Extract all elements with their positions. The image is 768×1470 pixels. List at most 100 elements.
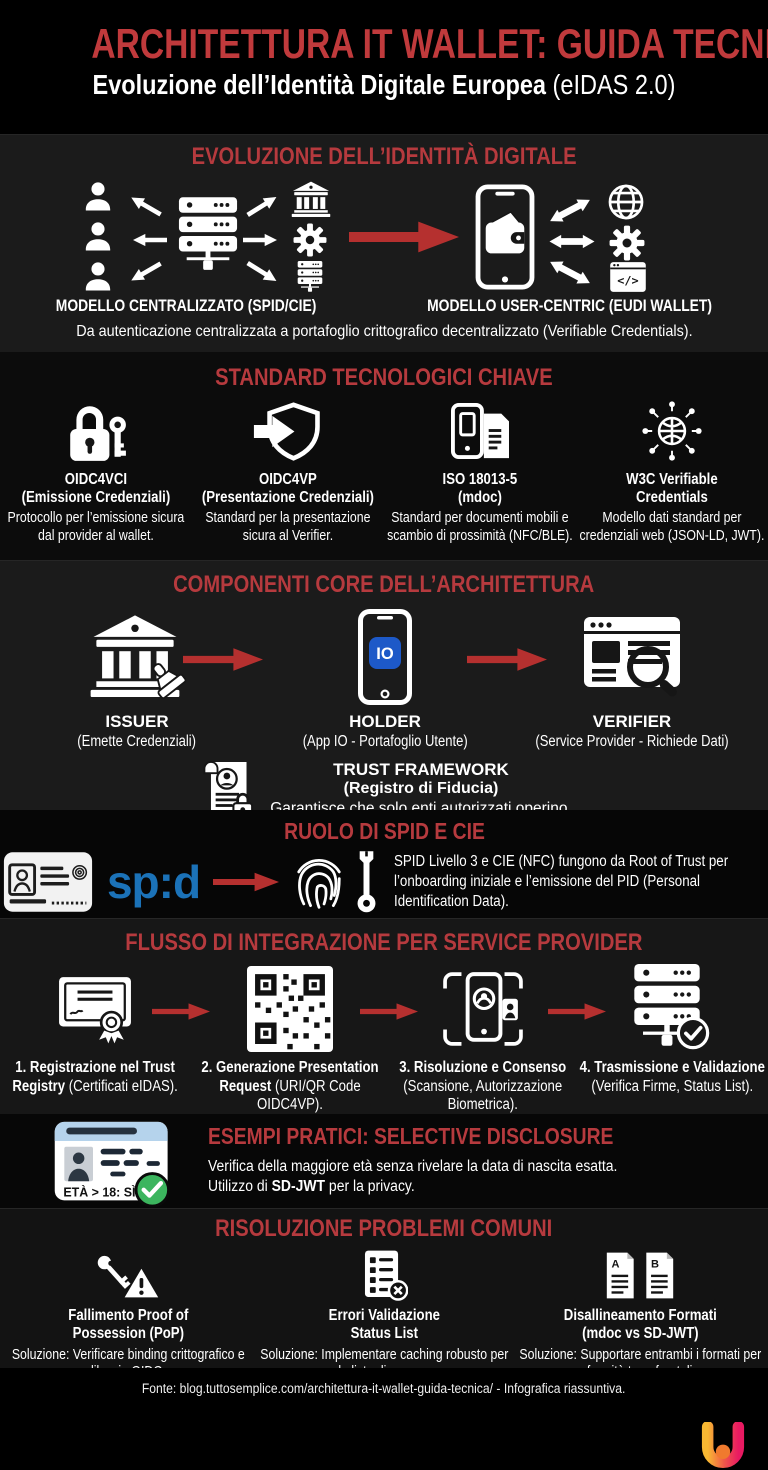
- problems-title: RISOLUZIONE PROBLEMI COMUNI: [215, 1215, 553, 1242]
- issuer-label: ISSUER (Emette Credenziali): [77, 712, 197, 750]
- tuttosemplice-u-logo: [700, 1422, 746, 1470]
- examples-line2: Utilizzo di SD-JWT per la privacy.: [208, 1178, 415, 1196]
- wallet-phone-icon: [475, 184, 535, 290]
- fingerprint-icon: [292, 851, 346, 913]
- phone-document-icon: [449, 402, 511, 460]
- stamp-icon: [147, 660, 187, 700]
- user-centric-model-label: MODELLO USER-CENTRIC (EUDI WALLET): [427, 297, 713, 315]
- user-icon: [83, 221, 113, 251]
- bank-stamp-icon: [89, 614, 185, 700]
- flow-step-2: 2. Generazione Presentation Request (URI…: [190, 961, 390, 1115]
- section-standards: STANDARD TECNOLOGICI CHIAVE OIDC4VCI(Emi…: [0, 352, 768, 560]
- source-text: Fonte: blog.tuttosemplice.com/architettu…: [142, 1381, 626, 1396]
- spid-description: SPID Livello 3 e CIE (NFC) fungono da Ro…: [394, 853, 729, 910]
- server-stack-icon: [177, 197, 239, 273]
- page-title: ARCHITETTURA IT WALLET: GUIDA TECNICA: [91, 20, 768, 67]
- documents-mismatch-icon: [605, 1251, 675, 1300]
- page-subtitle: Evoluzione dell’Identità Digitale Europe…: [92, 69, 676, 101]
- footer: Fonte: blog.tuttosemplice.com/architettu…: [0, 1368, 768, 1470]
- components-title: COMPONENTI CORE DELL’ARCHITETTURA: [173, 571, 595, 598]
- io-phone-icon: [358, 609, 412, 705]
- arrow-icon: [128, 191, 164, 220]
- standard-item-oidc4vci: OIDC4VCI(Emissione Credenziali) Protocol…: [0, 398, 192, 545]
- evolution-description: Da autenticazione centralizzata a portaf…: [75, 323, 693, 340]
- section-spid-cie: RUOLO DI SPID E CIE sp:d SPID Livello 3 …: [0, 810, 768, 918]
- verifier-label: VERIFIER (Service Provider - Richiede Da…: [535, 712, 729, 750]
- holder-label: HOLDER (App IO - Portafoglio Utente): [302, 712, 468, 750]
- section-evolution: EVOLUZIONE DELL’IDENTITÀ DIGITALE: [0, 134, 768, 352]
- double-arrow-icon: [546, 193, 594, 228]
- server-icon: [294, 261, 326, 293]
- centralized-model-diagram: [77, 181, 335, 293]
- flow-arrow-icon: [548, 1001, 606, 1022]
- browser-magnifier-icon: [582, 615, 682, 699]
- key-icon: [352, 850, 381, 914]
- section-troubleshooting: RISOLUZIONE PROBLEMI COMUNI Fallimento P…: [0, 1208, 768, 1380]
- lock-key-icon: [63, 400, 129, 462]
- code-window-icon: [609, 261, 647, 293]
- section-components: COMPONENTI CORE DELL’ARCHITETTURA ISSUER…: [0, 560, 768, 810]
- flow-arrow-icon: [152, 1001, 210, 1022]
- section-selective-disclosure: ESEMPI PRATICI: SELECTIVE DISCLOSURE Ver…: [0, 1114, 768, 1208]
- section-integration-flow: FLUSSO DI INTEGRAZIONE PER SERVICE PROVI…: [0, 918, 768, 1114]
- transition-arrow-icon: [349, 217, 459, 257]
- arrow-icon: [243, 233, 277, 247]
- flow-step-1: 1. Registrazione nel Trust Registry (Cer…: [0, 961, 190, 1115]
- user-centric-model-diagram: [473, 181, 691, 293]
- gear-icon: [293, 223, 327, 257]
- globe-network-icon: [641, 400, 703, 462]
- face-scan-phone-icon: [443, 972, 523, 1046]
- arrow-icon: [213, 870, 279, 894]
- shield-arrow-icon: [253, 402, 323, 461]
- status-list-error-icon: [360, 1249, 408, 1302]
- flow-title: FLUSSO DI INTEGRAZIONE PER SERVICE PROVI…: [125, 929, 643, 956]
- bank-icon: [291, 181, 331, 217]
- components-diagram: [0, 605, 768, 709]
- examples-title: ESEMPI PRATICI: SELECTIVE DISCLOSURE: [208, 1123, 614, 1149]
- root-of-trust-icons: [292, 850, 381, 914]
- standards-row: OIDC4VCI(Emissione Credenziali) Protocol…: [0, 398, 768, 545]
- double-arrow-icon: [549, 234, 595, 249]
- arrow-icon: [244, 257, 280, 287]
- gear-icon: [609, 225, 645, 261]
- spid-row: sp:d SPID Livello 3 e CIE (NFC) fungono …: [0, 850, 768, 914]
- user-icon: [83, 261, 113, 291]
- user-icon: [83, 181, 113, 211]
- key-warning-icon: [96, 1252, 160, 1299]
- age-card-check-icon: [50, 1120, 180, 1208]
- server-check-icon: [632, 964, 712, 1054]
- arrow-icon: [128, 257, 164, 286]
- spid-logo: sp:d: [106, 856, 201, 908]
- flow-steps: 1. Registrazione nel Trust Registry (Cer…: [0, 961, 768, 1115]
- certificate-icon: [57, 972, 133, 1046]
- globe-icon: [607, 183, 645, 221]
- arrow-icon: [244, 191, 280, 221]
- double-arrow-icon: [546, 255, 594, 290]
- standard-item-oidc4vp: OIDC4VP(Presentazione Credenziali) Stand…: [192, 398, 384, 545]
- evolution-title: EVOLUZIONE DELL’IDENTITÀ DIGITALE: [191, 143, 577, 170]
- flow-step-3: 3. Risoluzione e Consenso (Scansione, Au…: [390, 961, 576, 1115]
- standard-item-iso18013: ISO 18013-5(mdoc) Standard per documenti…: [384, 398, 576, 545]
- examples-line1: Verifica della maggiore età senza rivela…: [208, 1158, 618, 1175]
- flow-step-4: 4. Trasmissione e Validazione (Verifica …: [576, 961, 768, 1115]
- selective-disclosure-text: ESEMPI PRATICI: SELECTIVE DISCLOSURE Ver…: [208, 1123, 691, 1197]
- centralized-model-label: MODELLO CENTRALIZZATO (SPID/CIE): [55, 297, 317, 315]
- arrow-icon: [133, 233, 167, 247]
- header: ARCHITETTURA IT WALLET: GUIDA TECNICA Ev…: [0, 20, 768, 134]
- evolution-diagram: [0, 179, 768, 295]
- problem-formats: Disallineamento Formati(mdoc vs SD-JWT) …: [512, 1246, 768, 1381]
- flow-arrow-icon: [360, 1001, 418, 1022]
- qr-code-icon: [247, 966, 333, 1052]
- id-card-icon: [2, 850, 94, 914]
- model-labels: MODELLO CENTRALIZZATO (SPID/CIE) MODELLO…: [0, 297, 768, 316]
- spid-title: RUOLO DI SPID E CIE: [283, 818, 485, 844]
- check-circle-icon: [676, 1016, 710, 1050]
- flow-arrow-icon: [467, 645, 547, 674]
- standards-title: STANDARD TECNOLOGICI CHIAVE: [215, 364, 553, 391]
- components-labels: ISSUER (Emette Credenziali) HOLDER (App …: [0, 712, 768, 751]
